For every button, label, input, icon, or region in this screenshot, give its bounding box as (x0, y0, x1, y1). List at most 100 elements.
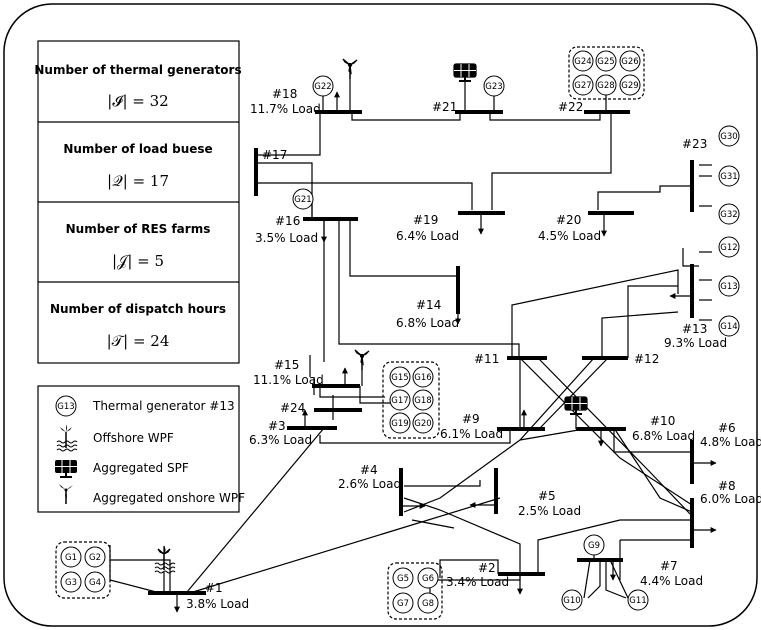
legend-offshore-text: Offshore WPF (93, 431, 174, 445)
bus-load-14: 6.8% Load (396, 316, 459, 330)
generator-g22 (312, 75, 334, 97)
generator-g32 (718, 203, 740, 225)
generator-label-g29: G29 (621, 81, 638, 91)
generator-g8 (417, 592, 439, 614)
bus-load-18: 11.7% Load (250, 102, 321, 116)
legend: G13 Thermal generator #13 Offshore WPF A… (37, 385, 245, 513)
generator-g20 (412, 412, 434, 434)
generator-label-g14: G14 (720, 322, 737, 332)
solar-spf-icon-bus10 (564, 396, 588, 415)
generator-g6 (417, 567, 439, 589)
generator-label-g13: G13 (720, 282, 737, 292)
generator-g23 (483, 75, 505, 97)
bus-load-7: 4.4% Load (640, 574, 703, 588)
generator-g11 (627, 589, 649, 611)
bus-label-3: #3 (268, 419, 286, 433)
renewable-icons (154, 58, 588, 593)
generator-label-g25: G25 (597, 57, 614, 67)
generator-groups (55, 46, 645, 620)
generator-label-g27: G27 (574, 81, 591, 91)
onshore-wpf-icon-bus15 (354, 349, 370, 371)
generator-label-g8: G8 (422, 599, 434, 609)
generator-labels: G1 G2 G3 G4 G5 G6 G7 G8 G9 G10 G11 G12 G… (65, 57, 738, 609)
legend-generator-text: Thermal generator #13 (92, 399, 235, 413)
stat-formula-hours: |𝒯| = 24 (107, 332, 170, 350)
bus-label-8: #8 (718, 479, 736, 493)
stat-label-thermal: Number of thermal generators (34, 63, 241, 77)
generator-g28 (595, 74, 617, 96)
generator-label-g5: G5 (397, 574, 409, 584)
generator-g5 (392, 567, 414, 589)
generator-g13 (718, 275, 740, 297)
generator-g7 (392, 592, 414, 614)
generator-label-g23: G23 (485, 82, 502, 92)
bus-load-1: 3.8% Load (186, 597, 249, 611)
generator-g29 (619, 74, 641, 96)
generator-g18 (412, 389, 434, 411)
generator-label-g2: G2 (89, 553, 101, 563)
stat-label-load: Number of load buese (63, 142, 212, 156)
stat-formula-res: |𝒥| = 5 (112, 252, 164, 270)
bus-label-19: #19 (413, 213, 438, 227)
bus-load-9: 6.1% Load (440, 427, 503, 441)
bus-load-13: 9.3% Load (664, 336, 727, 350)
bus-load-3: 6.3% Load (249, 433, 312, 447)
group-g1-g4 (55, 541, 111, 599)
bus-load-5: 2.5% Load (518, 504, 581, 518)
generator-g16 (412, 366, 434, 388)
bus-load-16: 3.5% Load (255, 231, 318, 245)
stat-label-hours: Number of dispatch hours (50, 302, 226, 316)
generator-g2 (84, 546, 106, 568)
generator-label-g1: G1 (65, 553, 77, 563)
bus-label-10: #10 (650, 414, 675, 428)
generator-g4 (84, 571, 106, 593)
generator-label-g20: G20 (414, 419, 431, 429)
generator-label-g18: G18 (414, 396, 431, 406)
bus-label-2: #2 (478, 561, 496, 575)
bus-label-9: #9 (462, 412, 480, 426)
bus-load-6: 4.8% Load (700, 435, 761, 449)
generator-label-g28: G28 (597, 81, 614, 91)
bus-label-21: #21 (432, 100, 457, 114)
onshore-wpf-icon-bus18 (342, 58, 358, 80)
bus-label-5: #5 (538, 489, 556, 503)
generator-g15 (389, 366, 411, 388)
bus-label-17: #17 (262, 148, 287, 162)
generator-g21 (292, 188, 314, 210)
generator-label-g21: G21 (294, 195, 311, 205)
generator-g1 (60, 546, 82, 568)
generator-g24 (572, 50, 594, 72)
stat-label-res: Number of RES farms (66, 222, 211, 236)
legend-solar-text: Aggregated SPF (93, 461, 189, 475)
bus-label-14: #14 (416, 298, 441, 312)
generator-label-g30: G30 (720, 132, 737, 142)
stats-table: Number of thermal generators |𝓘| = 32 Nu… (34, 40, 242, 364)
bus-bars (148, 110, 694, 595)
load-arrows (174, 91, 717, 613)
generator-g26 (619, 50, 641, 72)
bus-load-8: 6.0% Load (700, 492, 761, 506)
generators (60, 50, 740, 614)
bus-load-4: 2.6% Load (338, 477, 401, 491)
generator-g27 (572, 74, 594, 96)
bus-label-7: #7 (660, 559, 678, 573)
generator-label-g10: G10 (563, 596, 580, 606)
generator-label-g26: G26 (621, 57, 638, 67)
generator-g25 (595, 50, 617, 72)
solar-spf-icon-bus21 (453, 63, 477, 82)
generator-g17 (389, 389, 411, 411)
generator-label-g22: G22 (314, 82, 331, 92)
generator-label-g3: G3 (65, 578, 77, 588)
generator-label-g15: G15 (391, 373, 408, 383)
bus-load-15: 11.1% Load (253, 373, 324, 387)
legend-generator-icon (55, 395, 77, 417)
generator-g31 (718, 165, 740, 187)
generator-label-g11: G11 (629, 596, 646, 606)
generator-label-g16: G16 (414, 373, 431, 383)
generator-g9 (583, 534, 605, 556)
generator-g30 (718, 125, 740, 147)
bus-label-18: #18 (272, 87, 297, 101)
stat-formula-thermal: |𝓘| = 32 (107, 92, 168, 110)
generator-label-g31: G31 (720, 172, 737, 182)
